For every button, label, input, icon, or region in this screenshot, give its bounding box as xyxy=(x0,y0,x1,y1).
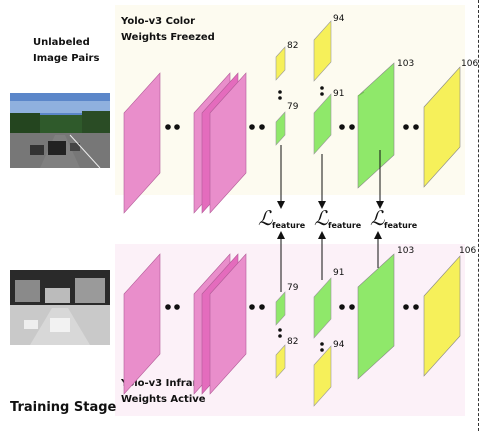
loss-symbol: ℒ xyxy=(370,206,385,230)
output-layer-82 xyxy=(275,46,286,81)
color-network-line-1: Yolo-v3 Color xyxy=(121,16,196,27)
loss-subscript: feature xyxy=(272,221,306,230)
ellipsis-dot xyxy=(349,304,355,310)
infrared-network-region xyxy=(115,244,465,416)
color-network-layers xyxy=(123,20,461,214)
layer-number: 103 xyxy=(397,59,415,69)
ellipsis-dot xyxy=(339,304,345,310)
ellipsis-dot xyxy=(349,124,355,130)
layer-number: 82 xyxy=(287,337,299,347)
conv-layer xyxy=(209,253,247,395)
layer-number: 106 xyxy=(461,59,479,69)
infrared-network-label: Yolo-v3 Infrared Weights Active xyxy=(121,376,211,408)
image-pairs-line-1: Unlabeled xyxy=(33,37,90,48)
feature-layer-103 xyxy=(357,253,395,380)
infrared-network-layers xyxy=(123,253,461,407)
infrared-network-line-1: Yolo-v3 Infrared xyxy=(121,378,212,389)
ellipsis-dot xyxy=(249,304,255,310)
loss-symbol: ℒ xyxy=(314,206,329,230)
stage-divider xyxy=(478,0,479,431)
ellipsis-dot xyxy=(413,304,419,310)
conv-layer xyxy=(123,253,161,395)
ellipsis-dot xyxy=(403,124,409,130)
feature-layer-79 xyxy=(275,111,286,146)
layer-number: 82 xyxy=(287,41,299,51)
ellipsis-dot xyxy=(320,342,324,346)
layer-number: 106 xyxy=(459,246,477,256)
ellipsis-dot xyxy=(174,124,180,130)
ellipsis-dot xyxy=(259,304,265,310)
conv-layer xyxy=(209,72,247,214)
conv-layer xyxy=(123,72,161,214)
ellipsis-dot xyxy=(259,124,265,130)
color-network-region xyxy=(115,5,465,195)
infrared-image-photo xyxy=(10,270,110,345)
training-stage-label: Training Stage xyxy=(10,400,117,415)
ellipsis-dot xyxy=(403,304,409,310)
ellipsis-dot xyxy=(165,304,171,310)
ellipsis-dot xyxy=(339,124,345,130)
output-layer-82 xyxy=(275,344,286,379)
color-image-photo xyxy=(10,93,110,168)
layer-number: 94 xyxy=(333,14,345,24)
feature-layer-79 xyxy=(275,291,286,326)
output-layer-106 xyxy=(423,66,461,188)
layer-number: 91 xyxy=(333,89,345,99)
layer-number: 79 xyxy=(287,102,299,112)
ellipsis-dot xyxy=(413,124,419,130)
infrared-network-line-2: Weights Active xyxy=(121,394,206,405)
feature-layer-91 xyxy=(313,93,332,155)
color-network-label: Yolo-v3 Color Weights Freezed xyxy=(121,14,215,46)
ellipsis-dot xyxy=(320,86,324,90)
feature-loss-1: ℒ feature xyxy=(258,206,306,230)
ellipsis-dot xyxy=(249,124,255,130)
image-pairs-label: Unlabeled Image Pairs xyxy=(33,35,99,67)
loss-subscript: feature xyxy=(328,221,362,230)
output-layer-94 xyxy=(313,345,332,407)
loss-symbol: ℒ xyxy=(258,206,273,230)
layer-number: 94 xyxy=(333,340,345,350)
output-layer-106 xyxy=(423,255,461,377)
ellipsis-dot xyxy=(320,92,324,96)
layer-number: 103 xyxy=(397,246,415,256)
feature-layer-91 xyxy=(313,277,332,339)
ellipsis-dot xyxy=(320,348,324,352)
loss-subscript: feature xyxy=(384,221,418,230)
ellipsis-dot xyxy=(278,328,282,332)
ellipsis-dot xyxy=(278,90,282,94)
feature-loss-3: ℒ feature xyxy=(370,206,418,230)
color-network-line-2: Weights Freezed xyxy=(121,32,215,43)
ellipsis-dot xyxy=(278,334,282,338)
layer-number: 79 xyxy=(287,283,299,293)
feature-layer-103 xyxy=(357,62,395,189)
output-layer-94 xyxy=(313,20,332,82)
ellipsis-dot xyxy=(278,96,282,100)
layer-number: 91 xyxy=(333,268,345,278)
ellipsis-dot xyxy=(174,304,180,310)
ellipsis-dot xyxy=(165,124,171,130)
image-pairs-line-2: Image Pairs xyxy=(33,53,100,64)
feature-loss-2: ℒ feature xyxy=(314,206,362,230)
